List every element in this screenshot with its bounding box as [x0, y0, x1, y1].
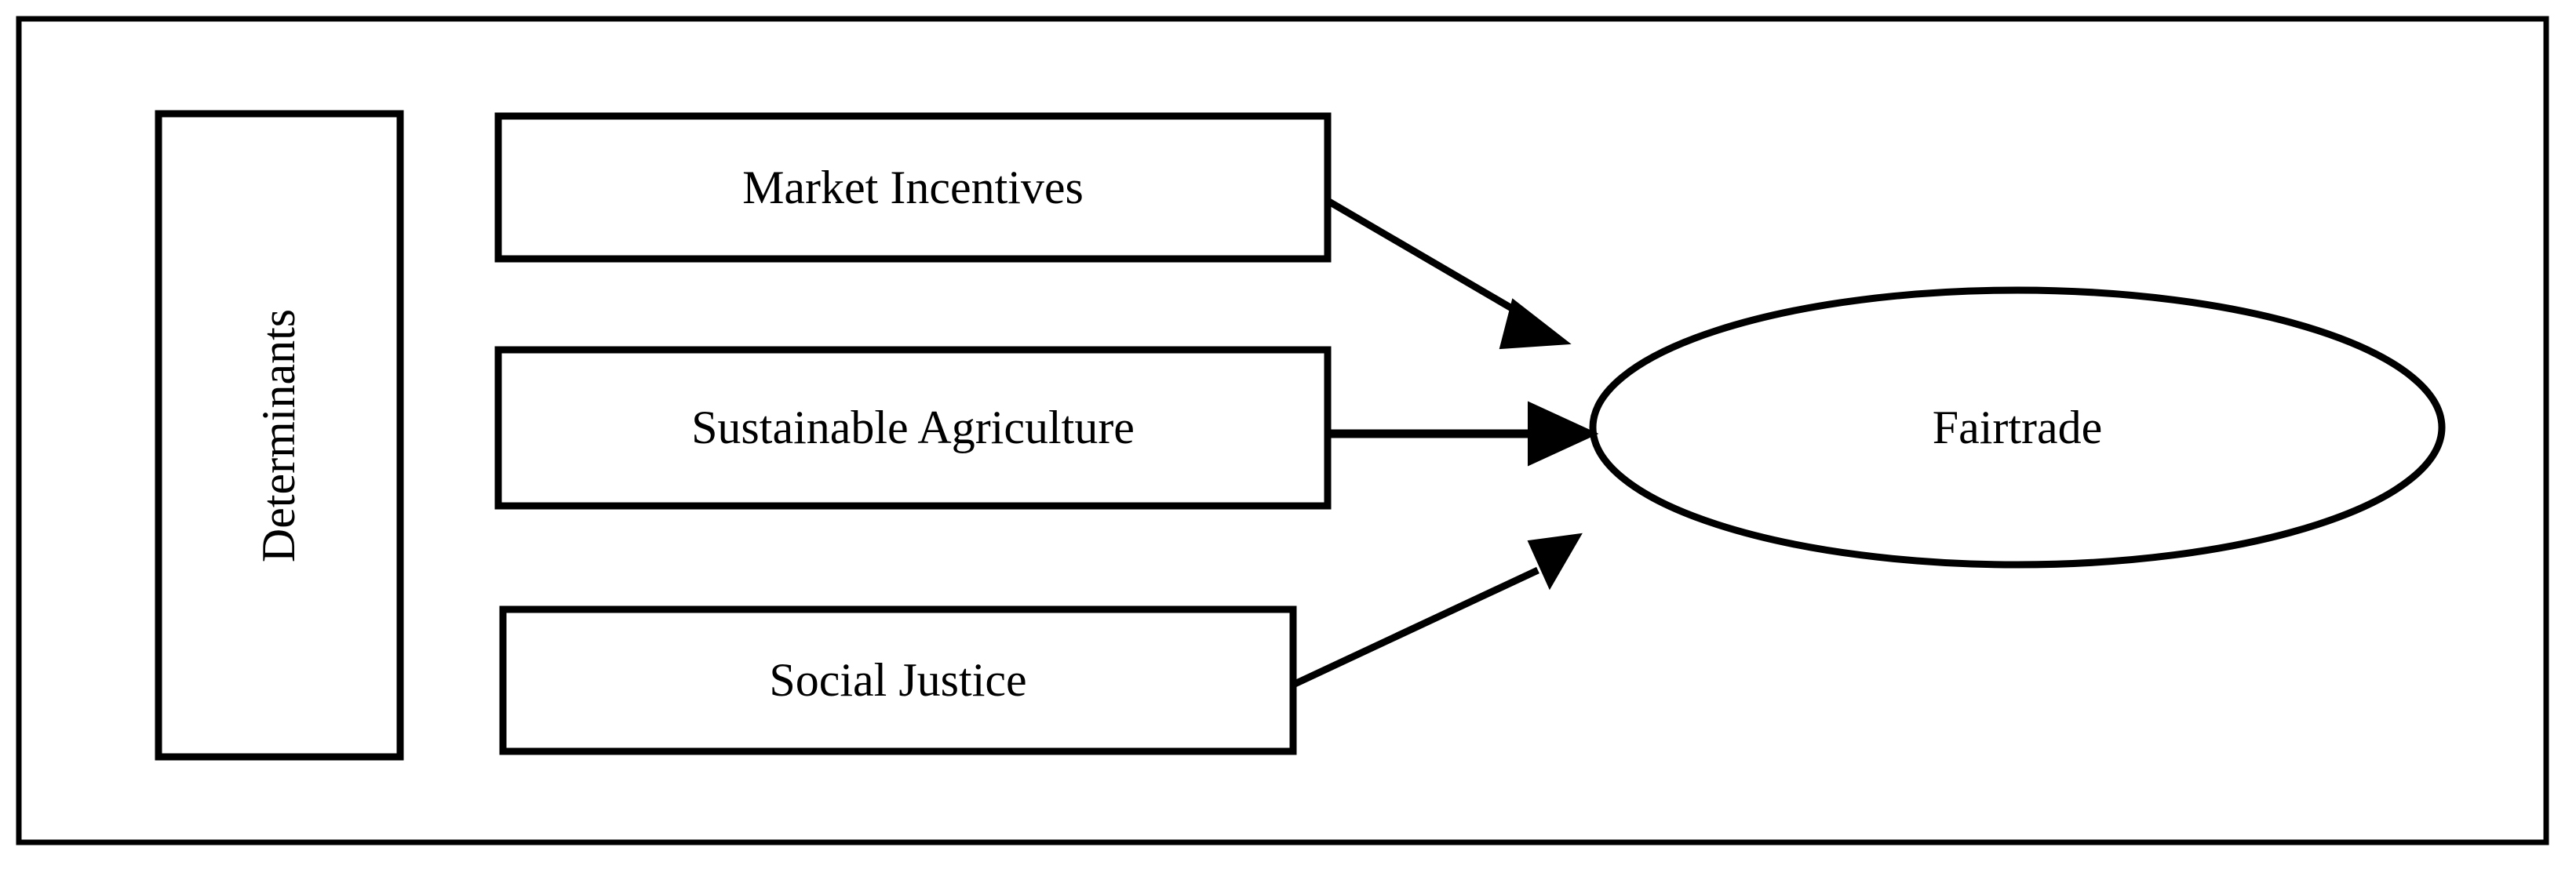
sustainable-agriculture-box[interactable]	[494, 346, 1332, 510]
arrow-market-incentives-to-fairtrade	[1325, 198, 1572, 350]
outer-border	[16, 16, 2549, 845]
sustainable-agriculture-box-label: Sustainable Agriculture	[691, 402, 1135, 453]
market-incentives-box-label: Market Incentives	[742, 161, 1084, 213]
social-justice-box[interactable]	[499, 605, 1297, 755]
arrow-sustainable-agriculture-to-fairtrade	[1328, 401, 1599, 467]
fairtrade-ellipse[interactable]	[1589, 286, 2446, 569]
social-justice-box-label: Social Justice	[769, 654, 1027, 706]
fairtrade-node-label: Fairtrade	[1932, 401, 2103, 453]
market-incentives-box[interactable]	[494, 112, 1332, 263]
determinants-box[interactable]	[155, 110, 404, 761]
determinants-box-label-text: Determinants	[253, 308, 305, 562]
arrow-social-justice-to-fairtrade	[1293, 533, 1583, 688]
determinants-box-label: Determinants	[158, 114, 400, 757]
